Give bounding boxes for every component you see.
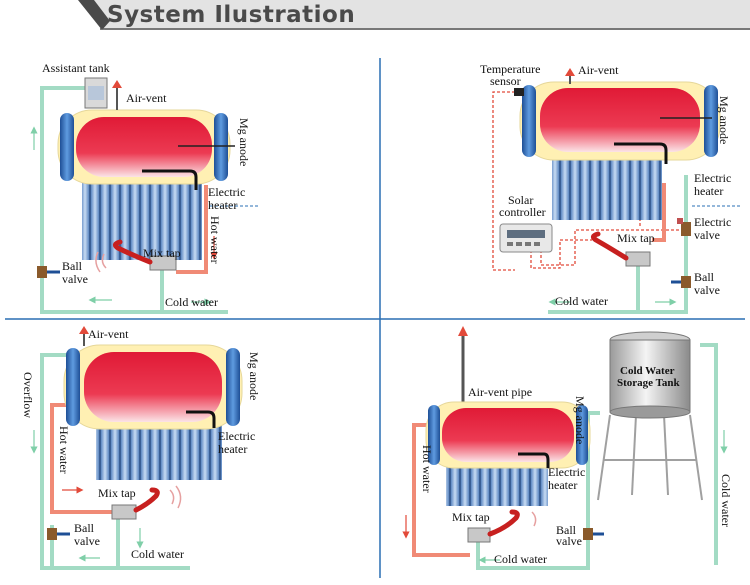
- panel-solar-controller-system: Temperature sensor Air-vent Mg anode Ele…: [480, 62, 740, 314]
- electric-heater-element: [142, 169, 198, 190]
- mg-anode-label: Mg anode: [573, 396, 587, 444]
- storage-tank-label-line1: Cold Water: [620, 365, 675, 377]
- water-tank: [519, 81, 721, 164]
- cold-water-bottom-label: Cold water: [494, 552, 547, 566]
- solar-controller-label-line1: Solar: [508, 193, 533, 207]
- electric-heater-label-line2: heater: [694, 184, 723, 198]
- ball-valve-label-line1: Ball: [556, 523, 577, 537]
- temperature-sensor-label-line2: sensor: [490, 74, 521, 88]
- vacuum-tubes: [82, 176, 202, 260]
- storage-tank-label-line2: Storage Tank: [617, 377, 681, 389]
- air-vent-label: Air-vent: [578, 63, 619, 77]
- ball-valve-label-line2: valve: [74, 534, 100, 548]
- electric-heater-element: [186, 410, 216, 428]
- temperature-sensor-label-line1: Temperature: [480, 62, 540, 76]
- mix-tap: [590, 231, 651, 267]
- air-vent-arrow-icon: [79, 326, 89, 334]
- mg-anode-label: Mg anode: [717, 96, 731, 144]
- hot-water-pipe: [176, 185, 208, 274]
- ball-valve-label-line1: Ball: [694, 270, 715, 284]
- page-title: System Ilustration: [107, 2, 356, 28]
- overflow-label: Overflow: [21, 372, 35, 418]
- electric-heater-label-line2: heater: [218, 442, 247, 456]
- header-banner: System Ilustration: [0, 0, 750, 30]
- mix-tap: [467, 509, 537, 543]
- electric-heater-label-line2: heater: [208, 198, 237, 212]
- assistant-tank-label: Assistant tank: [42, 61, 110, 75]
- hot-water-label: Hot water: [57, 426, 71, 474]
- water-tank: [425, 401, 591, 469]
- header-banner-shape: [0, 0, 750, 30]
- mg-anode-label: Mg anode: [247, 352, 261, 400]
- mix-tap: [95, 239, 177, 273]
- ball-valve: [583, 528, 604, 540]
- electric-heater-label-line1: Electric: [548, 465, 585, 479]
- ball-valve-label-line1: Ball: [62, 259, 83, 273]
- electric-heater-label-line1: Electric: [694, 171, 731, 185]
- water-tank: [63, 344, 243, 430]
- electric-valve-label-line2: valve: [694, 228, 720, 242]
- solar-controller-label-line2: controller: [499, 205, 546, 219]
- hot-water-pipe: [412, 423, 470, 557]
- electric-valve: [677, 218, 691, 236]
- ball-valve-label-line2: valve: [556, 534, 582, 548]
- electric-valve-label-line1: Electric: [694, 215, 731, 229]
- air-vent-pipe-label: Air-vent pipe: [468, 385, 532, 399]
- solar-controller-device: [499, 223, 553, 253]
- cold-water-side-label: Cold water: [719, 474, 733, 527]
- ball-valve-label-line2: valve: [62, 272, 88, 286]
- panel-assistant-tank-system: Assistant tank Air-vent Mg anode Electri…: [30, 61, 258, 314]
- ball-valve: [671, 276, 691, 288]
- cold-water-storage-tank: [597, 331, 703, 501]
- hot-water-label: Hot water: [420, 445, 434, 493]
- cold-water-label: Cold water: [131, 547, 184, 561]
- mix-tap-label: Mix tap: [143, 246, 181, 260]
- mix-tap-label: Mix tap: [617, 231, 655, 245]
- mix-tap: [111, 485, 182, 520]
- electric-heater-label-line2: heater: [548, 478, 577, 492]
- hot-water-pipe: [652, 183, 666, 242]
- electric-heater-label-line1: Electric: [218, 429, 255, 443]
- air-vent-arrow-icon: [565, 68, 575, 76]
- mix-tap-label: Mix tap: [452, 510, 490, 524]
- panel-overflow-system: Air-vent Mg anode Overflow Hot water Ele…: [21, 326, 261, 570]
- temperature-sensor-icon: [514, 88, 524, 96]
- electric-heater-label-line1: Electric: [208, 185, 245, 199]
- vacuum-tubes: [96, 420, 222, 480]
- electric-heater-element: [518, 452, 550, 468]
- ball-valve: [47, 528, 70, 540]
- hot-water-label: Hot water: [208, 216, 222, 264]
- air-vent-arrow-icon: [112, 80, 122, 88]
- ball-valve: [37, 266, 60, 278]
- panel-storage-tank-system: Air-vent pipe Cold Water Storage Tank Mg…: [402, 326, 733, 570]
- ball-valve-label-line1: Ball: [74, 521, 95, 535]
- cold-water-label: Cold water: [555, 294, 608, 308]
- air-vent-arrow-icon: [458, 326, 468, 336]
- cold-water-label: Cold water: [165, 295, 218, 309]
- mix-tap-label: Mix tap: [98, 486, 136, 500]
- water-tank: [57, 109, 235, 190]
- electric-heater-element: [614, 142, 668, 164]
- cold-water-pipe: [476, 343, 718, 570]
- mg-anode-label: Mg anode: [237, 118, 251, 166]
- ball-valve-label-line2: valve: [694, 283, 720, 297]
- air-vent-label: Air-vent: [126, 91, 167, 105]
- assistant-tank: [84, 77, 108, 109]
- hot-water-pipe: [50, 403, 112, 514]
- air-vent-label: Air-vent: [88, 327, 129, 341]
